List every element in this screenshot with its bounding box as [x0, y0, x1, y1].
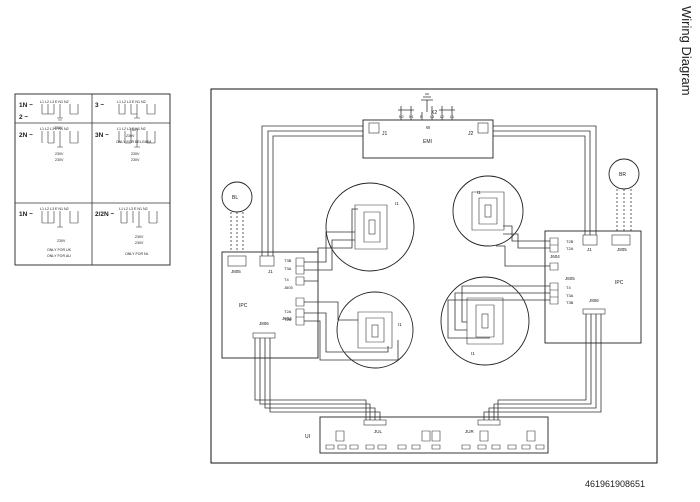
legend-terminals: L1 L2 L3 E N1 N2 — [40, 207, 69, 211]
ipc-right-pin: T3A — [566, 293, 574, 298]
document-number: 461961908651 — [585, 479, 646, 489]
legend-note: 230V — [54, 126, 63, 130]
legend-code: 1N ~ — [19, 102, 33, 109]
emi-w-label: W — [426, 125, 431, 130]
legend-terminals: L1 L2 L3 E N1 N2 — [119, 207, 148, 211]
legend-note: 230V — [131, 158, 140, 162]
legend-terminals: L1 L2 L3 E N1 N2 — [117, 100, 146, 104]
legend-note: 230V — [55, 152, 64, 156]
legend-cell-3: 3 ~ L1 L2 L3 E N1 N2 230V 230V ONLY FOR … — [95, 100, 156, 144]
induction-coil-top-left: I1 — [325, 182, 415, 272]
legend-note: ONLY FOR UK — [47, 248, 72, 252]
emi-j2: J2 — [468, 131, 474, 137]
legend-note: 230V — [130, 128, 139, 132]
legend-note: 230V — [55, 158, 64, 162]
connection-legend: 1N ~ 2 ~ L1 L2 L3 E N1 N2 230V 3 ~ L1 L2… — [14, 93, 171, 266]
ui-jur: JUR — [465, 429, 474, 434]
ui-jul: JUL — [374, 429, 382, 434]
emi-terminal: E — [420, 115, 423, 119]
coil-label: I1 — [398, 322, 402, 327]
legend-frame — [14, 93, 171, 266]
induction-coil-top-right: I1 — [452, 175, 524, 247]
ipc-left-j806: J806 — [259, 321, 269, 326]
ipc-left-j1: J1 — [268, 269, 273, 274]
ipc-left-pin: T3A — [284, 266, 292, 271]
wiring-harness — [254, 125, 602, 420]
legend-note: ONLY FOR NL — [125, 252, 149, 256]
ipc-left-pin: J605 — [284, 285, 293, 290]
ipc-left-label: IPC — [239, 303, 248, 309]
ipc-right-j805: J805 — [617, 247, 627, 252]
legend-code: 3N ~ — [95, 132, 109, 139]
fan-br: BR — [608, 158, 640, 233]
ui-label: UI — [305, 434, 310, 440]
x2-label: X2 — [431, 110, 437, 116]
diagram-frame — [210, 88, 658, 464]
legend-code: 1N ~ — [19, 211, 33, 218]
ipc-left-j805: J805 — [231, 269, 241, 274]
ipc-left-pin: T2B — [284, 317, 292, 322]
ipc-right-j605: J605 — [565, 276, 575, 281]
ipc-left-pin: T4 — [284, 277, 289, 282]
fan-bl: BL — [221, 181, 253, 252]
legend-cell-2n: 2N ~ L1 L2 L3 E N1 N2 230V 230V — [19, 127, 79, 162]
ipc-left-pin: T3B — [284, 258, 292, 263]
ipc-board-right: IPC J805 J1 J604 J605 J806 T2B T2A T4 T3… — [544, 230, 642, 344]
fan-br-label: BR — [619, 172, 626, 178]
emi-label: EMI — [423, 139, 432, 145]
ipc-right-label: IPC — [615, 280, 624, 286]
induction-coil-bottom-left: I1 — [336, 291, 414, 369]
coil-label: I1 — [395, 201, 399, 206]
legend-terminals: L1 L2 L3 E N1 N2 — [40, 100, 69, 104]
emi-j1: J1 — [382, 131, 388, 137]
legend-note: 230V — [57, 239, 66, 243]
legend-code: 2/2N ~ — [95, 211, 115, 218]
legend-note: ONLY FOR AU — [47, 254, 71, 258]
legend-note: 230V — [126, 134, 135, 138]
ipc-right-pin: T3B — [566, 300, 574, 305]
legend-cell-2-2n: 2/2N ~ L1 L2 L3 E N1 N2 230V 230V ONLY F… — [95, 207, 158, 256]
legend-cell-1n-uk: 1N ~ L1 L2 L3 E N1 N2 230V ONLY FOR UK O… — [19, 207, 79, 258]
ipc-right-j1: J1 — [587, 247, 592, 252]
ipc-right-j806: J806 — [589, 298, 599, 303]
ground-terminal-x2: X2 — [421, 93, 437, 116]
legend-note: ONLY FOR BELGIUM — [116, 140, 151, 144]
ipc-right-pin: T2B — [566, 239, 574, 244]
coil-label: I1 — [471, 351, 475, 356]
ipc-left-j604: J604 — [282, 316, 292, 321]
emi-terminal-row: N2 N1 E L3 L2 L1 — [399, 115, 454, 119]
legend-note: 230V — [135, 235, 144, 239]
legend-cell-1n-2: 1N ~ 2 ~ L1 L2 L3 E N1 N2 230V — [19, 100, 79, 130]
user-interface-board: UI JUL JUR — [305, 416, 549, 454]
legend-terminals: L1 L2 L3 E N1 N2 — [40, 127, 69, 131]
legend-code: 3 ~ — [95, 102, 104, 109]
legend-note: 230V — [131, 152, 140, 156]
legend-code: 2N ~ — [19, 132, 33, 139]
legend-cell-3n: 3N ~ L1 L2 L3 E N1 N2 230V 230V — [95, 127, 156, 162]
coil-label: I1 — [477, 190, 481, 195]
induction-coil-bottom-right: I1 — [440, 276, 530, 366]
ipc-left-pin: T2A — [284, 309, 292, 314]
side-title: Wiring Diagram — [679, 6, 694, 96]
fan-bl-label: BL — [232, 195, 238, 201]
emi-filter-board: EMI W J1 J2 N2 N1 E L3 L2 L1 — [362, 106, 494, 159]
ipc-right-pin: T2A — [566, 246, 574, 251]
legend-terminals: L1 L2 L3 E N1 N2 — [117, 127, 146, 131]
legend-code-secondary: 2 ~ — [19, 114, 28, 121]
ipc-right-pin: T4 — [566, 285, 571, 290]
legend-note: 230V — [135, 241, 144, 245]
ipc-right-j604: J604 — [550, 254, 560, 259]
